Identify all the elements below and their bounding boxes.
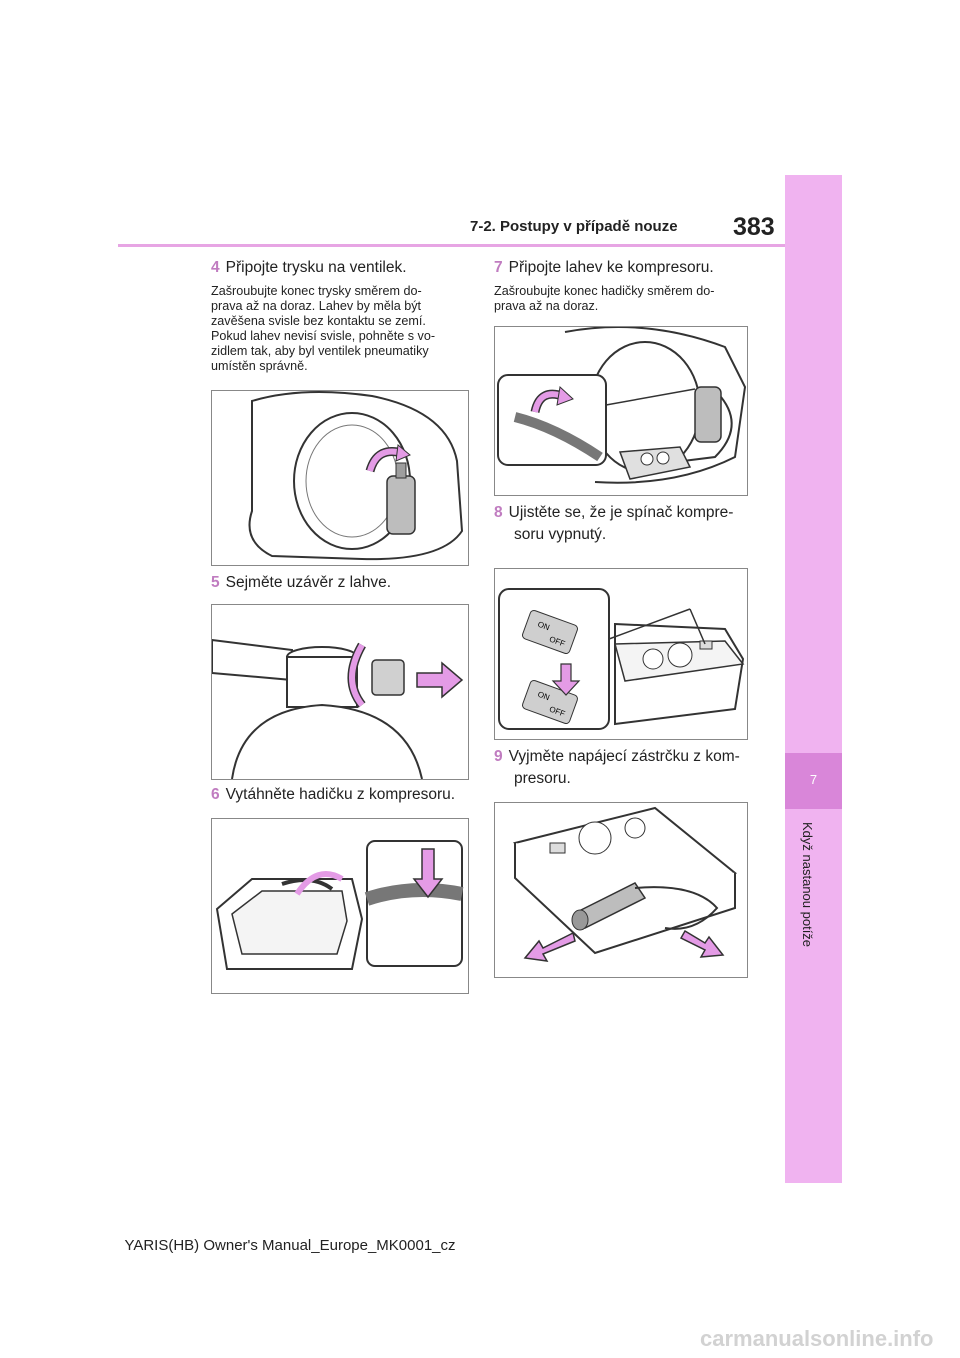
step-title-line: Vyjměte napájecí zástrčku z kom- — [508, 748, 740, 765]
figure-unplug-power — [494, 802, 748, 978]
note-line: zidlem tak, aby byl ventilek pneumatiky — [211, 344, 429, 358]
chapter-title: Když nastanou potíže — [800, 822, 815, 948]
step-title: Připojte lahev ke kompresoru. — [508, 259, 714, 276]
note-line: prava až na doraz. Lahev by měla být — [211, 299, 422, 313]
figure-switch-off: ON OFF ON OFF — [494, 568, 748, 740]
chapter-number: 7 — [809, 772, 818, 787]
figure-nozzle-on-valve — [211, 390, 469, 566]
watermark-text: carmanualsonline.info — [700, 1326, 934, 1351]
step-number: 4 — [211, 259, 220, 276]
switch-on-label: ON — [537, 690, 552, 703]
figure-pull-hose — [211, 818, 469, 994]
step-title-line: Ujistěte se, že je spínač kompre- — [508, 504, 734, 521]
note-line: Zašroubujte konec hadičky směrem do- — [494, 284, 715, 298]
step-8-heading-line2: soru vypnutý. — [514, 526, 607, 543]
figure-remove-cap — [211, 604, 469, 780]
chapter-number-box — [785, 753, 842, 809]
switch-on-label: ON — [537, 620, 552, 633]
step-6-heading: 6 Vytáhněte hadičku z kompresoru. — [211, 782, 455, 808]
note-line: Zašroubujte konec trysky směrem do- — [211, 284, 422, 298]
section-title: 7-2. Postupy v případě nouze — [470, 218, 678, 235]
step-title: Vytáhněte hadičku z kompresoru. — [225, 786, 456, 803]
note-line: zavěšena svisle bez kontaktu se zemí. — [211, 314, 426, 328]
step-9-heading: 9 Vyjměte napájecí zástrčku z kom- — [494, 744, 740, 770]
figure-connect-bottle — [494, 326, 748, 496]
step-number: 9 — [494, 748, 503, 765]
step-number: 5 — [211, 574, 220, 591]
header-rule — [118, 244, 785, 247]
step-7-heading: 7 Připojte lahev ke kompresoru. — [494, 255, 714, 281]
step-number: 6 — [211, 786, 220, 803]
note-line: prava až na doraz. — [494, 299, 599, 313]
step-7-note: Zašroubujte konec hadičky směrem do- pra… — [494, 284, 754, 314]
note-line: Pokud lahev nevisí svisle, pohněte s vo- — [211, 329, 436, 343]
note-line: umístěn správně. — [211, 359, 308, 373]
step-number: 8 — [494, 504, 503, 521]
step-title: Sejměte uzávěr z lahve. — [225, 574, 392, 591]
footer-manual-id: YARIS(HB) Owner's Manual_Europe_MK0001_c… — [0, 1237, 960, 1254]
chapter-side-tab — [785, 175, 842, 1183]
step-title: Připojte trysku na ventilek. — [225, 259, 407, 276]
step-number: 7 — [494, 259, 503, 276]
step-8-heading: 8 Ujistěte se, že je spínač kompre- — [494, 500, 733, 526]
footer-text: YARIS(HB) Owner's Manual_Europe_MK0001_c… — [124, 1237, 456, 1254]
step-5-heading: 5 Sejměte uzávěr z lahve. — [211, 570, 391, 596]
page-number: 383 — [733, 213, 775, 241]
step-4-heading: 4 Připojte trysku na ventilek. — [211, 255, 407, 281]
step-4-note: Zašroubujte konec trysky směrem do- prav… — [211, 284, 471, 374]
step-9-heading-line2: presoru. — [514, 770, 571, 787]
